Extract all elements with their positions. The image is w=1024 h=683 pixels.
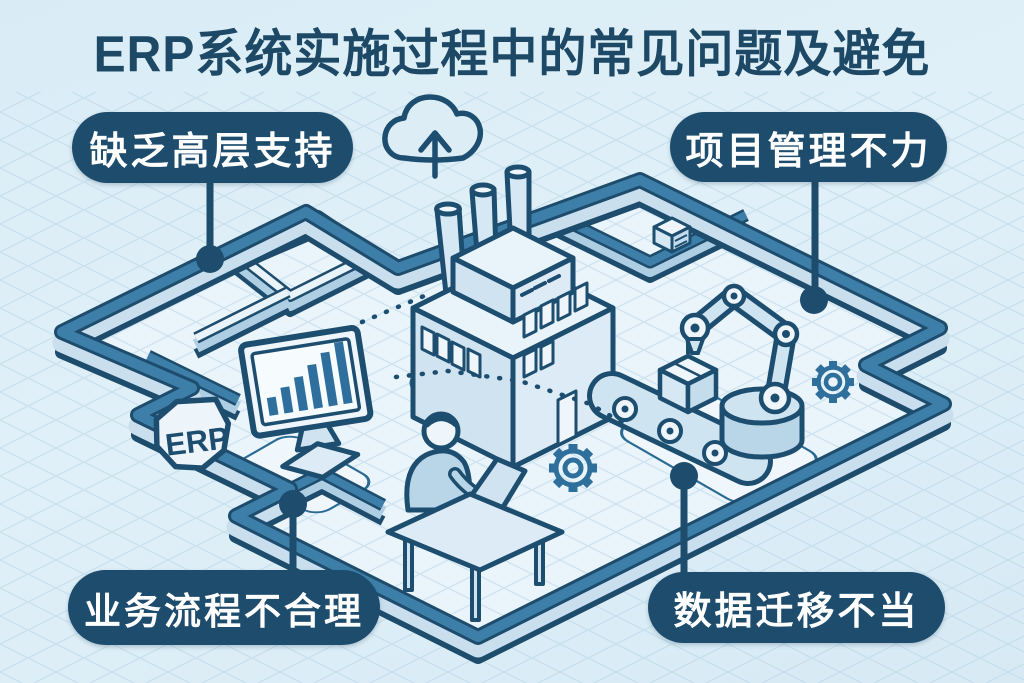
callout-label: 数据迁移不当 <box>673 591 920 633</box>
gear-icon-center <box>549 444 597 492</box>
box-icon <box>657 342 719 415</box>
callout-bottom-left: 业务流程不合理 <box>68 570 380 645</box>
callout-bottom-right: 数据迁移不当 <box>648 572 945 643</box>
erp-badge-label: ERP <box>163 420 231 463</box>
erp-badge: ERP <box>153 396 232 471</box>
connector-dot <box>196 245 224 273</box>
callout-top-right: 项目管理不力 <box>670 112 947 182</box>
connector-dot <box>800 286 828 314</box>
dashed-connector-monitor-factory <box>359 293 427 325</box>
desk <box>385 491 565 622</box>
gripper-icon <box>684 337 706 355</box>
connector-dot <box>279 490 307 518</box>
monitor-bar-chart-icon <box>238 324 374 480</box>
factory-icon <box>410 164 616 470</box>
connector-dot <box>670 462 698 490</box>
callout-label: 业务流程不合理 <box>84 590 364 632</box>
hair <box>424 416 459 428</box>
bar-chart-bars <box>266 341 353 416</box>
callout-label: 缺乏高层支持 <box>89 131 336 173</box>
callout-label: 项目管理不力 <box>685 130 932 173</box>
cabinet-icon <box>652 216 692 254</box>
connector-dots <box>196 245 828 518</box>
worker-at-desk-icon <box>385 411 565 622</box>
gear-icon-right <box>812 361 854 403</box>
robot-arm-icon <box>587 283 805 486</box>
door-icon <box>556 389 578 447</box>
cloud-upload-icon <box>382 94 484 179</box>
page-title: ERP系统实施过程中的常见问题及避免 <box>93 26 931 83</box>
outer-wall <box>52 172 954 664</box>
monitor-stand <box>294 422 342 453</box>
callout-top-left: 缺乏高层支持 <box>72 112 353 183</box>
dashed-connectors <box>359 293 631 429</box>
